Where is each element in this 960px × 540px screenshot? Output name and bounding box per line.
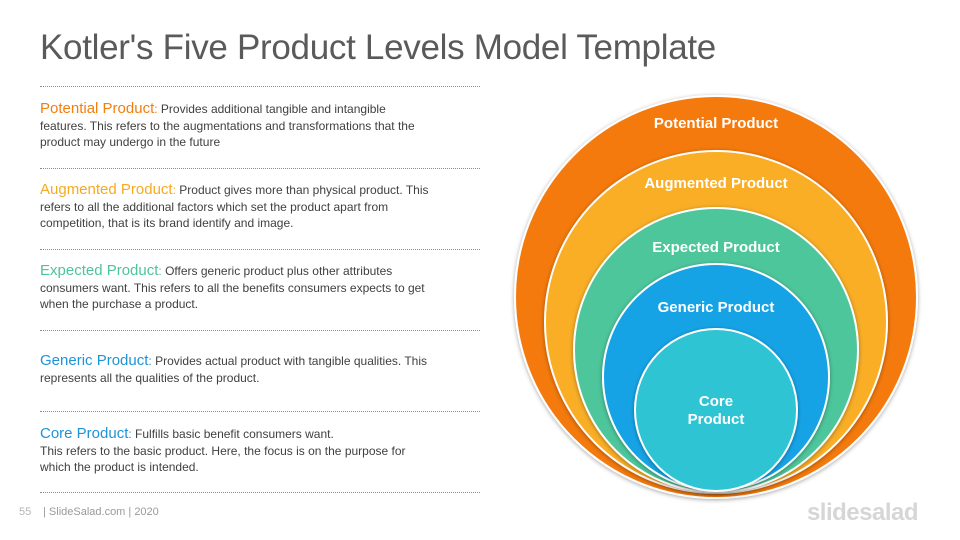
item-title: Potential Product (40, 100, 155, 117)
item-description: Expected Product: Offers generic product… (40, 262, 425, 311)
label-potential-product: Potential Product (654, 115, 778, 132)
label-generic-product: Generic Product (658, 299, 775, 316)
item-description: Core Product: Fulfills basic benefit con… (40, 425, 406, 474)
label-augmented-product: Augmented Product (644, 175, 787, 192)
label-core-product-line1: Core (699, 393, 733, 410)
list-item-expected-product: Expected Product: Offers generic product… (40, 249, 480, 330)
product-levels-list: Potential Product: Provides additional t… (40, 86, 480, 493)
item-title: Augmented Product (40, 181, 173, 198)
page-number: 55 (19, 506, 32, 518)
slide-title: Kotler's Five Product Levels Model Templ… (40, 28, 716, 67)
item-title: Generic Product (40, 352, 149, 369)
slidesalad-logo: slidesalad (806, 499, 919, 526)
list-item-potential-product: Potential Product: Provides additional t… (40, 86, 480, 168)
item-title: Expected Product (40, 262, 159, 279)
item-description: Augmented Product: Product gives more th… (40, 181, 429, 230)
list-item-generic-product: Generic Product: Provides actual product… (40, 330, 480, 411)
list-item-augmented-product: Augmented Product: Product gives more th… (40, 168, 480, 249)
item-title: Core Product (40, 425, 129, 442)
item-description: Potential Product: Provides additional t… (40, 100, 415, 149)
footer-copyright: | SlideSalad.com | 2020 (43, 506, 159, 518)
ring-core-product (634, 328, 798, 492)
list-item-core-product: Core Product: Fulfills basic benefit con… (40, 411, 480, 493)
label-core-product-line2: Product (688, 411, 745, 428)
label-expected-product: Expected Product (652, 239, 780, 256)
item-description: Generic Product: Provides actual product… (40, 352, 427, 385)
